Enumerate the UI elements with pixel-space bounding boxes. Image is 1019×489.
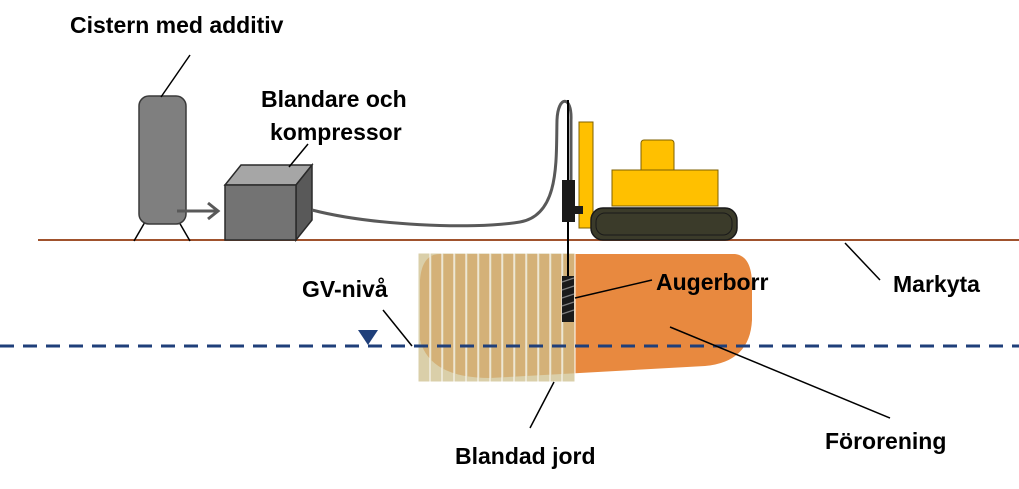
mixed-soil-column-strip xyxy=(549,252,564,383)
mixed-soil-column-strip xyxy=(513,252,528,383)
mixed-soil-column-strip xyxy=(525,252,540,383)
excavator xyxy=(578,121,738,241)
auger-drill xyxy=(561,100,583,322)
gv-level-leader-line xyxy=(382,309,413,347)
mixed-soil-columns xyxy=(417,252,576,383)
mixer-compressor-box xyxy=(223,162,314,243)
mixed-soil-column-strip xyxy=(465,252,480,383)
mixed-soil-column-strip xyxy=(429,252,444,383)
cistern-label: Cistern med additiv xyxy=(70,12,284,38)
mixed-soil-column-strip xyxy=(477,252,492,383)
mixed-soil-column-strip xyxy=(441,252,456,383)
mixed-soil-column-strip xyxy=(537,252,552,383)
mixer-label-line2: kompressor xyxy=(270,119,402,145)
mixer-label-line1: Blandare och xyxy=(261,86,407,112)
mixed-soil-column-strip xyxy=(417,252,432,383)
mixed-soil-column-strip xyxy=(453,252,468,383)
contamination-label: Förorening xyxy=(825,428,946,454)
ground-surface-leader-line xyxy=(844,242,881,281)
mixed-soil-column-strip xyxy=(489,252,504,383)
mixed-soil-label: Blandad jord xyxy=(455,443,596,469)
mixer-leader-line xyxy=(288,143,309,168)
mixed-soil-column-strip xyxy=(501,252,516,383)
auger-label: Augerborr xyxy=(656,269,769,295)
flow-arrow-icon xyxy=(177,201,221,221)
ground-surface-label: Markyta xyxy=(893,271,980,297)
contamination-leader-line xyxy=(669,326,891,419)
inverted-triangle-icon xyxy=(358,330,378,345)
hose xyxy=(311,99,573,228)
gv-level-label: GV-nivå xyxy=(302,276,388,302)
cistern-leader-line xyxy=(160,54,191,98)
cistern-tank xyxy=(133,95,191,242)
mixed-soil-leader-line xyxy=(529,381,555,429)
auger-leader-line xyxy=(574,279,653,299)
